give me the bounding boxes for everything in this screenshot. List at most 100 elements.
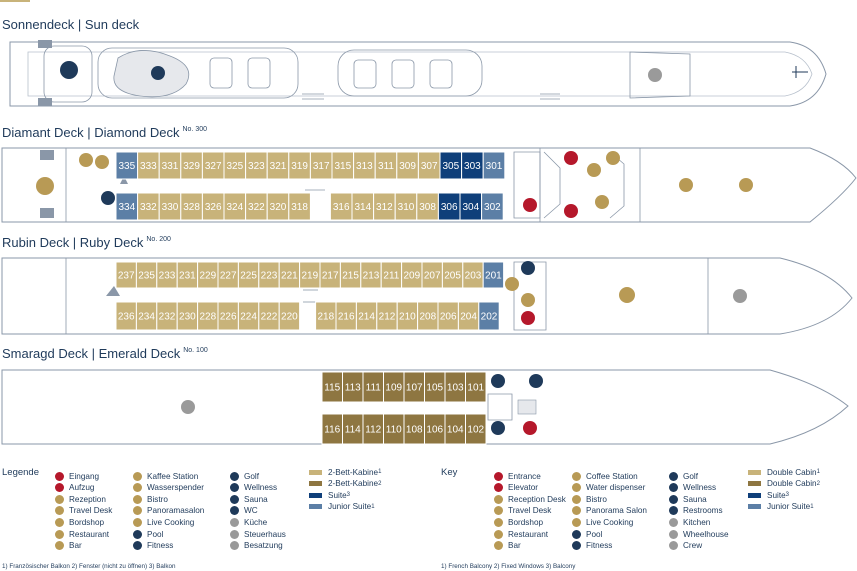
legend-item: Küche (230, 516, 267, 528)
legend-item: Bar (55, 540, 82, 552)
cabin-number: 332 (140, 202, 157, 213)
cabin-302[interactable] (481, 192, 504, 221)
cabin-number: 333 (140, 161, 157, 172)
cabin-number: 207 (424, 271, 441, 282)
emerald-deck-number: No. 100 (183, 347, 208, 354)
cabin-type-label: Suite (767, 490, 786, 500)
cabin-number: 211 (383, 271, 399, 282)
cabin-301[interactable] (482, 151, 506, 180)
cabin-102[interactable] (465, 413, 487, 445)
legend-item: Eingang (55, 470, 99, 482)
cabin-number: 101 (467, 383, 484, 394)
legend-item: Aufzug (55, 482, 95, 494)
wellness-icon (669, 483, 678, 493)
legend-en-heading: Key (441, 467, 458, 478)
cabin-type-footnote-mark: 1 (378, 469, 382, 475)
cabin-318[interactable] (288, 192, 311, 221)
legend-label: Travel Desk (508, 506, 552, 516)
cabin-type-footnote-mark: 2 (816, 480, 820, 487)
cabin-number: 329 (183, 161, 200, 172)
cabin-number: 305 (442, 161, 459, 172)
legend-item: Fitness (572, 540, 612, 552)
pool-icon (133, 529, 142, 539)
cabin-number: 307 (421, 161, 438, 172)
cabin-220[interactable] (278, 301, 301, 331)
legend-label: Golf (244, 471, 260, 481)
water-icon (95, 155, 109, 169)
cabin-number: 312 (376, 202, 393, 213)
cabin-number: 323 (248, 161, 265, 172)
legend-item: Restrooms (669, 505, 723, 517)
diamond-deck-number: No. 300 (182, 126, 208, 133)
wc-icon (230, 506, 239, 516)
elevator-icon (523, 198, 537, 212)
legend-label: Wellness (683, 483, 717, 493)
cabin-type-swatch (309, 492, 322, 498)
legend-en-footnote: 1) French Balcony 2) Fixed Windows 3) Ba… (441, 563, 576, 570)
cabin-number: 330 (162, 202, 179, 213)
cabin-number: 317 (313, 161, 330, 172)
cabin-number: 309 (399, 161, 416, 172)
cabin-number: 304 (462, 202, 479, 213)
cabin-number: 213 (363, 271, 380, 282)
sun-deck-outline (9, 40, 827, 107)
cabin-number: 230 (179, 312, 196, 323)
legend-item: Wasserspender (133, 482, 204, 494)
golf-icon (230, 471, 239, 481)
cabin-type-footnote-mark: 1 (816, 469, 820, 475)
cabin-number: 217 (322, 271, 339, 282)
lounge-icon (679, 178, 693, 192)
cabin-number: 223 (261, 271, 278, 282)
legend-label: Sauna (683, 494, 707, 504)
legend-item: Wellness (230, 482, 277, 494)
cabin-number: 210 (399, 312, 416, 323)
legend-label: Wasserspender (147, 483, 205, 493)
legend-label: Elevator (508, 483, 539, 493)
cabin-number: 314 (354, 202, 371, 213)
kitchen-icon (733, 289, 747, 303)
crew-icon (669, 541, 678, 551)
golf-icon (669, 471, 678, 481)
cabin-number: 206 (440, 312, 457, 323)
cabin-number: 327 (205, 161, 222, 172)
cabin-number: 335 (118, 161, 135, 172)
cabin-202[interactable] (478, 301, 500, 331)
legend-label: Bordshop (508, 517, 544, 527)
legend-item: Golf (230, 470, 259, 482)
cabin-number: 218 (317, 312, 334, 323)
cabin-type-swatch (748, 492, 761, 498)
legend-item: Elevator (494, 482, 538, 494)
cabin-number: 105 (426, 383, 443, 394)
water-icon (572, 483, 581, 493)
cabin-101[interactable] (465, 371, 487, 403)
restaurant-icon (494, 529, 503, 539)
lounge-icon (572, 506, 581, 516)
cabin-type-footnote-mark: 2 (378, 480, 382, 487)
cabin-201[interactable] (482, 261, 505, 289)
cabin-number: 111 (366, 383, 382, 394)
cabin-type-label: 2-Bett-Kabine (328, 467, 379, 477)
legend-item: Restaurant (494, 528, 548, 540)
cabin-number: 331 (162, 161, 179, 172)
cabin-number: 113 (345, 383, 361, 394)
cabin-number: 324 (226, 202, 243, 213)
restaurant-icon (55, 529, 64, 539)
legend-label: Live Cooking (586, 517, 634, 527)
cabin-number: 204 (460, 312, 477, 323)
cabin-number: 224 (240, 312, 257, 323)
cabin-type-swatch (309, 481, 322, 487)
bistro-icon (36, 177, 54, 195)
travel-desk-icon (587, 163, 601, 177)
ruby-deck-number: No. 200 (146, 236, 171, 243)
legend-de-footnote: 1) Französischer Balkon 2) Fenster (nich… (2, 563, 176, 570)
cabin-number: 313 (356, 161, 373, 172)
shop-icon (494, 517, 503, 527)
legend-item: Sauna (230, 493, 268, 505)
